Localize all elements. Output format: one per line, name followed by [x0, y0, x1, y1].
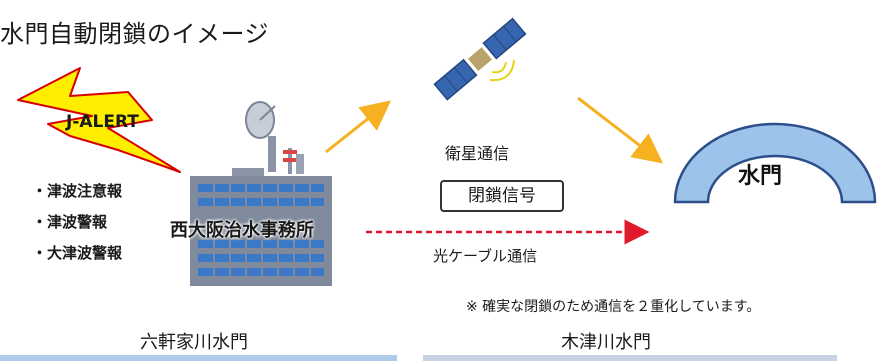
warning-item-1: ・津波注意報	[32, 182, 123, 200]
section-bar-1	[0, 355, 397, 361]
office-building-icon	[190, 101, 332, 286]
diagram-title: 水門自動閉鎖のイメージ	[0, 20, 270, 48]
water-gate-label: 水門	[738, 164, 783, 189]
downlink-arrow	[577, 96, 664, 164]
j-alert-label: J-ALERT	[66, 112, 139, 132]
water-gate-icon	[673, 122, 877, 204]
warning-item-2: ・津波警報	[32, 213, 108, 231]
office-label: 西大阪治水事務所	[170, 220, 314, 241]
location-label-2: 木津川水門	[561, 332, 651, 353]
section-bar-2	[423, 355, 837, 361]
satellite-icon	[433, 17, 527, 101]
fiber-comm-label: 光ケーブル通信	[433, 247, 538, 265]
lightning-bolt-icon	[17, 67, 181, 173]
signal-waves-icon	[491, 61, 507, 74]
satellite-comm-label: 衛星通信	[445, 144, 510, 163]
warning-item-3: ・大津波警報	[32, 244, 123, 262]
location-label-1: 六軒家川水門	[140, 332, 248, 353]
close-signal-box: 閉鎖信号	[440, 180, 564, 212]
uplink-arrow	[325, 100, 392, 154]
redundancy-note: ※ 確実な閉鎖のため通信を２重化しています。	[466, 299, 761, 315]
